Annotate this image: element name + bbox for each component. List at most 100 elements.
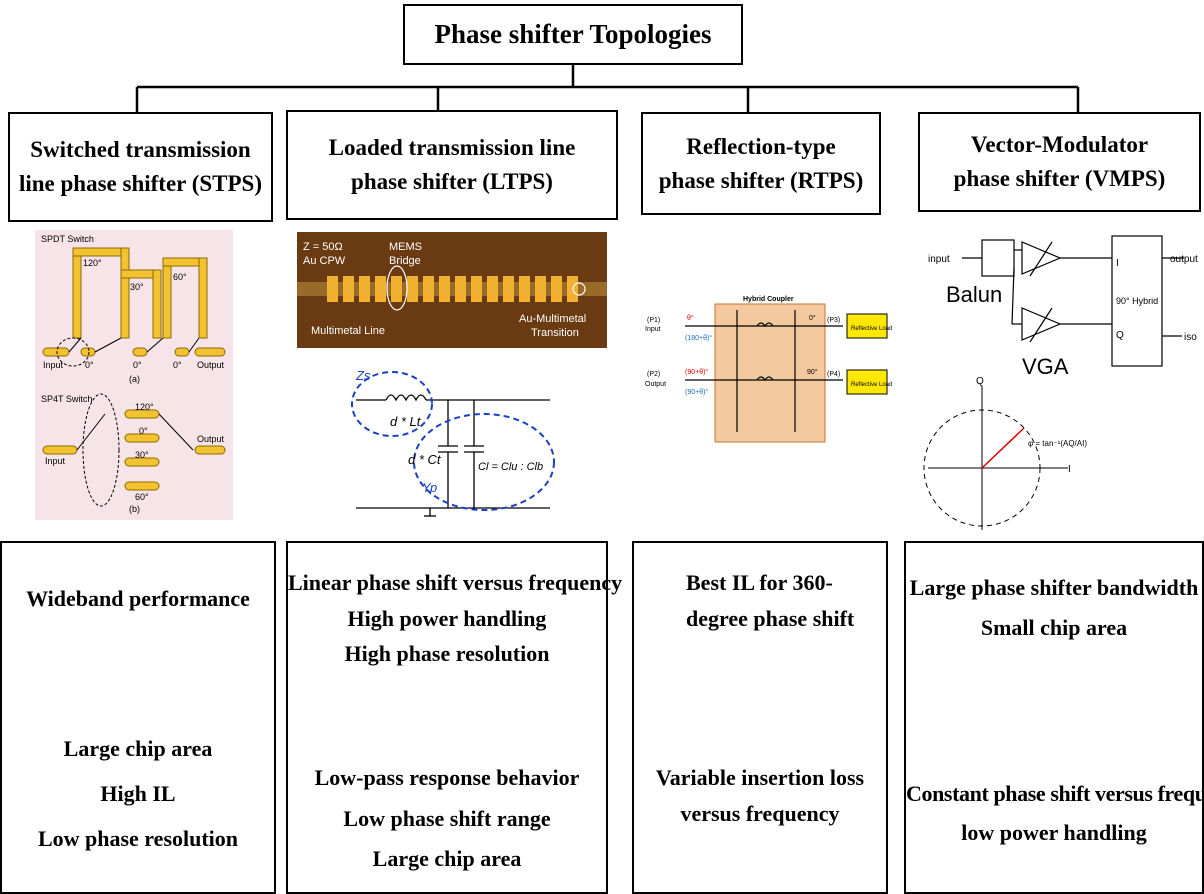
vmps-block: input output Balun 90° Hybrid I Q iso VG…: [926, 228, 1204, 380]
angle-label: 0°: [133, 360, 142, 370]
header-rtps: Reflection-type phase shifter (RTPS): [641, 112, 881, 215]
mems-bridge-cell: [471, 276, 482, 302]
pro-text: High phase resolution: [344, 641, 550, 666]
cl-label: Cl = Clu : Clb: [478, 461, 543, 473]
mems-bridge-cell: [375, 276, 386, 302]
props-vmps: Large phase shifter bandwidth Small chip…: [904, 541, 1204, 894]
header-ltps: Loaded transmission line phase shifter (…: [286, 110, 618, 220]
mems-bridge-cell: [487, 276, 498, 302]
mems-bridge-cell: [423, 276, 434, 302]
input-label: input: [928, 254, 950, 265]
port-label: (P1): [647, 317, 660, 324]
header-stps: Switched transmission line phase shifter…: [8, 112, 273, 222]
input-label: Input: [43, 360, 64, 370]
mems-bridge-cell: [359, 276, 370, 302]
header-line: line phase shifter (STPS): [18, 171, 263, 196]
pro-text: Wideband performance: [26, 586, 250, 611]
cpw-label: Au CPW: [303, 255, 346, 267]
con-text: versus frequency: [680, 801, 840, 826]
capacitor-label: d * Ct: [408, 452, 442, 467]
output-label: Output: [645, 381, 666, 388]
con-text: Low-pass response behavior: [314, 765, 580, 790]
header-line: phase shifter (LTPS): [351, 169, 553, 194]
angle-label: 0°: [85, 360, 94, 370]
angle-label: 30°: [130, 282, 144, 292]
bridge-label: Bridge: [389, 255, 421, 267]
load-label: Reflective Load: [851, 326, 892, 332]
reflect-label: (180+θ)°: [685, 334, 712, 342]
q-axis-label: Q: [976, 376, 984, 387]
pro-text: Large phase shifter bandwidth: [909, 575, 1199, 600]
pro-text: Linear phase shift versus frequency: [288, 570, 623, 595]
header-line: Reflection-type: [686, 133, 836, 159]
angle-label: 120°: [135, 402, 154, 412]
output-label: output: [1170, 254, 1198, 265]
pro-text: High power handling: [347, 606, 547, 631]
coupler-label: Hybrid Coupler: [743, 296, 794, 303]
props-stps: Wideband performance Large chip area Hig…: [0, 541, 276, 894]
header-line: Vector-Modulator: [970, 132, 1149, 157]
pro-text: degree phase shift: [686, 606, 855, 631]
vga-label: VGA: [1022, 354, 1069, 379]
vmps-phasor: Q I φ = tan⁻¹(AQ/AI): [918, 372, 1108, 532]
reflect-label: (90+θ)°: [685, 388, 708, 396]
ltps-circuit: Zs d * Lt d * Ct Cl = Clu : Clb Yp: [350, 360, 560, 520]
i-port-label: I: [1116, 258, 1119, 269]
iso-label: iso: [1184, 332, 1197, 343]
props-rtps: Best IL for 360- degree phase shift Vari…: [632, 541, 888, 894]
mems-bridge-cell: [503, 276, 514, 302]
hybrid-label: 90° Hybrid: [1116, 296, 1158, 306]
mems-bridge-cell: [551, 276, 562, 302]
rtps-figure: Hybrid Coupler (P1) Input (P2) Output (P…: [645, 292, 900, 444]
angle-label: 60°: [173, 272, 187, 282]
transition-label: Transition: [531, 327, 579, 339]
header-line: phase shifter (RTPS): [658, 167, 864, 193]
yp-label: Yp: [422, 480, 437, 495]
con-text: Low phase shift range: [343, 806, 551, 831]
angle-label: 60°: [135, 492, 149, 502]
mems-label: MEMS: [389, 241, 422, 253]
mems-bridge-cell: [391, 276, 402, 302]
spdt-label: SPDT Switch: [41, 234, 94, 244]
angle-label: 90°: [807, 368, 818, 376]
header-line: phase shifter (VMPS): [953, 166, 1166, 191]
caption-b: (b): [129, 504, 140, 514]
con-text: Low phase resolution: [37, 826, 239, 851]
con-text: Large chip area: [372, 846, 522, 871]
sp4t-label: SP4T Switch: [41, 394, 92, 404]
load-label: Reflective Load: [851, 382, 892, 388]
mems-bridge-cell: [407, 276, 418, 302]
i-axis-label: I: [1068, 464, 1071, 475]
q-port-label: Q: [1116, 330, 1124, 341]
output-label: Output: [197, 434, 225, 444]
mems-bridge-cell: [327, 276, 338, 302]
stps-figure: SPDT Switch 120° 30° 60° 0° 0° 0° Input …: [35, 230, 233, 520]
angle-label: 0°: [139, 426, 148, 436]
props-ltps: Linear phase shift versus frequency High…: [286, 541, 623, 894]
output-label: Output: [197, 360, 225, 370]
diagram-title: Phase shifter Topologies: [403, 4, 743, 65]
input-label: Input: [645, 326, 661, 333]
input-label: Input: [45, 456, 66, 466]
theta-label: θ°: [687, 314, 694, 322]
con-text: Constant phase shift versus frequency: [906, 781, 1204, 806]
balun-label: Balun: [946, 282, 1002, 307]
impedance-label: Z = 50Ω: [303, 241, 343, 253]
mems-bridge-cell: [439, 276, 450, 302]
mems-bridge-cell: [343, 276, 354, 302]
header-line: Loaded transmission line: [328, 135, 576, 160]
mems-bridge-cell: [519, 276, 530, 302]
caption-a: (a): [129, 374, 140, 384]
angle-label: 120°: [83, 258, 102, 268]
zs-label: Zs: [355, 368, 371, 383]
con-text: low power handling: [961, 820, 1147, 845]
con-text: High IL: [100, 781, 176, 806]
transition-label: Au-Multimetal: [519, 313, 586, 325]
mems-bridge-cell: [535, 276, 546, 302]
con-text: Large chip area: [63, 736, 213, 761]
pro-text: Best IL for 360-: [686, 570, 833, 595]
angle-label: 30°: [135, 450, 149, 460]
multimetal-label: Multimetal Line: [311, 325, 385, 337]
inductor-label: d * Lt: [390, 414, 422, 429]
